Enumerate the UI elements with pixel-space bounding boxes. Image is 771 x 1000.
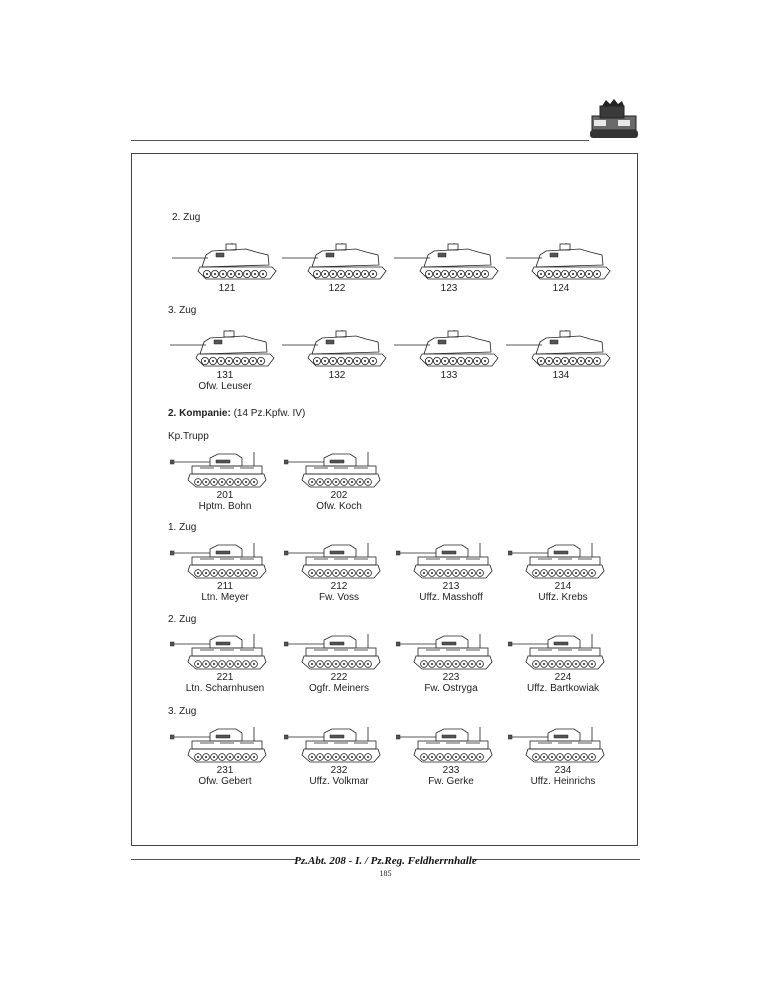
unit-commander: Uffz. Bartkowiak: [508, 683, 618, 695]
unit-number: 232: [284, 765, 394, 776]
unit-134: 134: [506, 330, 616, 381]
pz4-tank-icon: [508, 541, 618, 581]
unit-number: 223: [396, 672, 506, 683]
unit-number: 122: [282, 283, 392, 294]
pz4-tank-icon: [284, 541, 394, 581]
unit-number: 133: [394, 370, 504, 381]
unit-number: 213: [396, 581, 506, 592]
unit-commander: Uffz. Heinrichs: [508, 776, 618, 788]
unit-number: 222: [284, 672, 394, 683]
stug-tank-icon: [394, 330, 504, 370]
unit-number: 132: [282, 370, 392, 381]
header-rule: [131, 140, 589, 141]
unit-commander: Fw. Voss: [284, 592, 394, 604]
pz4-tank-icon: [170, 725, 280, 765]
unit-commander: Ltn. Meyer: [170, 592, 280, 604]
unit-number: 224: [508, 672, 618, 683]
unit-commander: Uffz. Krebs: [508, 592, 618, 604]
stug-tank-icon: [172, 243, 282, 283]
pz4-tank-icon: [508, 632, 618, 672]
stug-tank-icon: [506, 330, 616, 370]
unit-number: 123: [394, 283, 504, 294]
unit-commander: Ofw. Koch: [284, 501, 394, 513]
unit-123: 123: [394, 243, 504, 294]
pz4-tank-icon: [284, 632, 394, 672]
pz4-tank-icon: [170, 632, 280, 672]
unit-number: 131: [170, 370, 280, 381]
page-number: 185: [0, 869, 771, 878]
stug-tank-icon: [282, 243, 392, 283]
unit-number: 214: [508, 581, 618, 592]
heading-zug-2b: 2. Zug: [168, 614, 196, 625]
stug-tank-icon: [170, 330, 280, 370]
pz4-tank-icon: [396, 725, 506, 765]
unit-commander: Fw. Ostryga: [396, 683, 506, 695]
stug-tank-icon: [394, 243, 504, 283]
unit-number: 201: [170, 490, 280, 501]
unit-number: 124: [506, 283, 616, 294]
unit-commander: Ofw. Leuser: [170, 381, 280, 393]
heading-zug-1b: 1. Zug: [168, 522, 196, 533]
unit-number: 202: [284, 490, 394, 501]
pz4-tank-icon: [396, 541, 506, 581]
footer-title: Pz.Abt. 208 - I. / Pz.Reg. Feldherrnhall…: [0, 855, 771, 867]
unit-124: 124: [506, 243, 616, 294]
pz4-tank-icon: [284, 725, 394, 765]
stug-tank-icon: [282, 330, 392, 370]
pz4-tank-icon: [284, 450, 394, 490]
stug-tank-icon: [506, 243, 616, 283]
unit-commander: Fw. Gerke: [396, 776, 506, 788]
unit-number: 233: [396, 765, 506, 776]
unit-number: 231: [170, 765, 280, 776]
pz4-tank-icon: [508, 725, 618, 765]
unit-commander: Ofw. Gebert: [170, 776, 280, 788]
unit-122: 122: [282, 243, 392, 294]
unit-commander: Ltn. Scharnhusen: [170, 683, 280, 695]
unit-number: 212: [284, 581, 394, 592]
pz4-tank-icon: [170, 541, 280, 581]
unit-number: 121: [172, 283, 282, 294]
pz4-tank-icon: [396, 632, 506, 672]
unit-number: 211: [170, 581, 280, 592]
unit-commander: Hptm. Bohn: [170, 501, 280, 513]
heading-zug-2a: 2. Zug: [172, 212, 200, 223]
unit-132: 132: [282, 330, 392, 381]
unit-commander: Uffz. Volkmar: [284, 776, 394, 788]
heading-kp-trupp: Kp.Trupp: [168, 431, 209, 442]
tank-emblem-icon: [588, 98, 640, 142]
unit-commander: Uffz. Masshoff: [396, 592, 506, 604]
unit-121: 121: [172, 243, 282, 294]
pz4-tank-icon: [170, 450, 280, 490]
heading-zug-3a: 3. Zug: [168, 305, 196, 316]
kompanie-detail: (14 Pz.Kpfw. IV): [231, 408, 305, 419]
unit-number: 221: [170, 672, 280, 683]
unit-commander: Ogfr. Meiners: [284, 683, 394, 695]
heading-kompanie-2: 2. Kompanie: (14 Pz.Kpfw. IV): [168, 408, 305, 419]
unit-number: 234: [508, 765, 618, 776]
unit-number: 134: [506, 370, 616, 381]
kompanie-label: 2. Kompanie:: [168, 408, 231, 419]
unit-133: 133: [394, 330, 504, 381]
heading-zug-3b: 3. Zug: [168, 706, 196, 717]
